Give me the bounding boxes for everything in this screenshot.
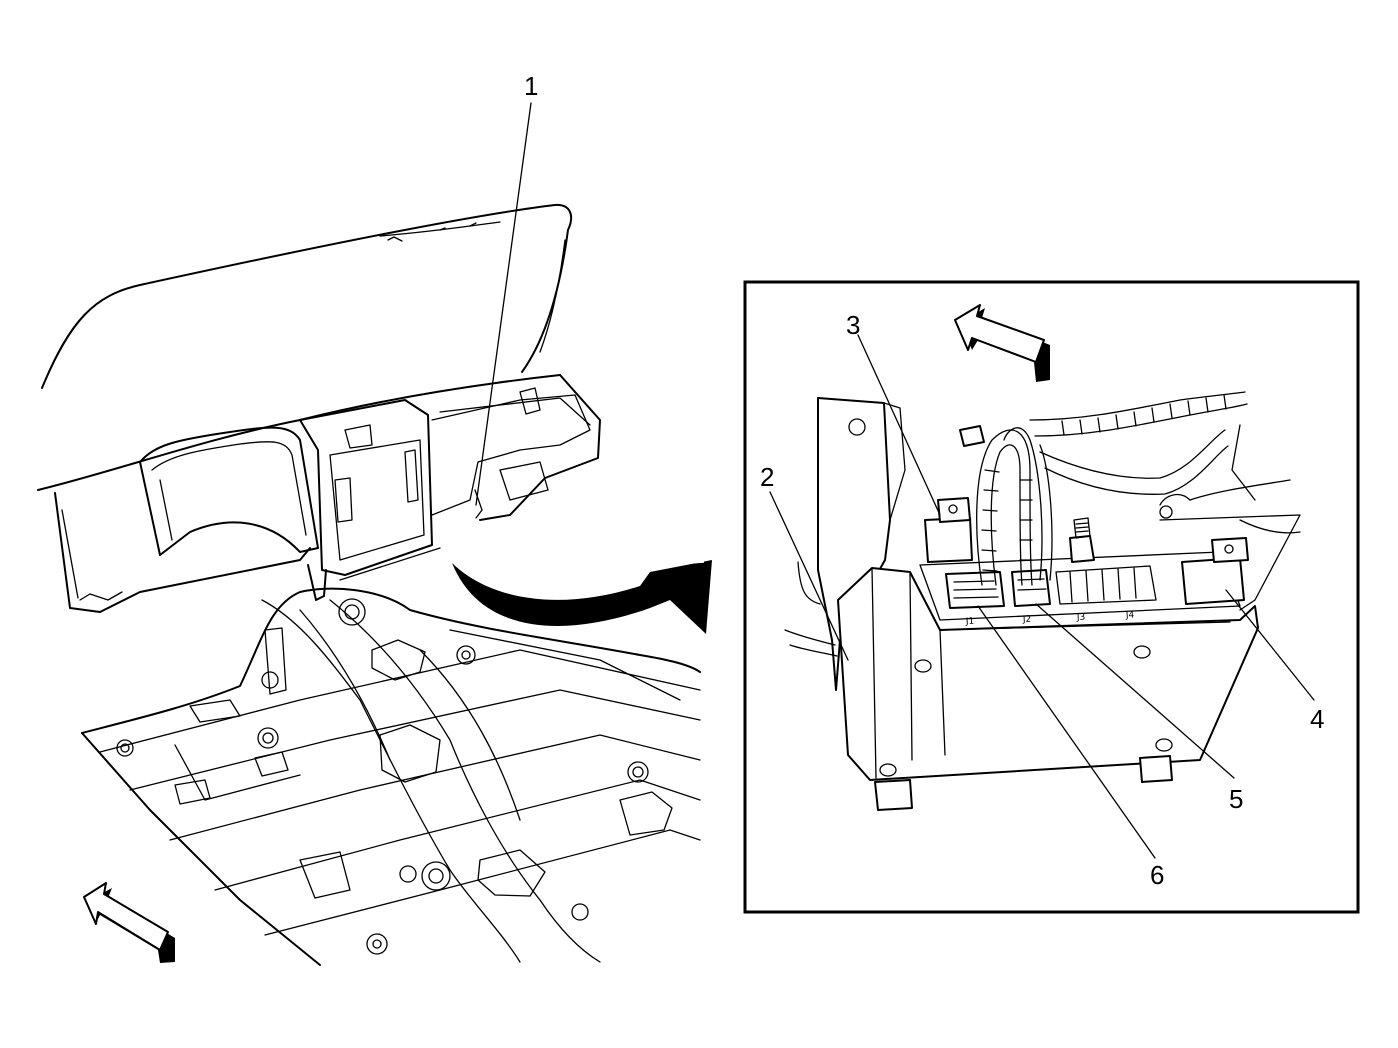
forward-direction-arrow-icon xyxy=(83,882,175,963)
leader-line-3 xyxy=(857,334,941,516)
callout-2: 2 xyxy=(760,462,775,492)
leader-line-2 xyxy=(769,491,849,661)
connector-tag-j2: J2 xyxy=(1022,615,1032,625)
connector-tag-j4: J4 xyxy=(1125,611,1135,621)
callout-5: 5 xyxy=(1229,784,1244,814)
inset-forward-direction-arrow-icon xyxy=(954,304,1050,382)
connector-tags: J1 J2 J3 J4 xyxy=(965,611,1135,627)
callout-6: 6 xyxy=(1150,860,1165,890)
connector-tag-j3: J3 xyxy=(1076,613,1086,623)
connector-tag-j1: J1 xyxy=(965,617,975,627)
detail-inset-frame xyxy=(743,280,1360,914)
callout-1: 1 xyxy=(524,71,539,101)
instrument-panel-illustration xyxy=(37,203,601,613)
leader-line-6 xyxy=(977,605,1156,859)
floor-pan-illustration xyxy=(81,587,701,966)
callout-3: 3 xyxy=(846,310,861,340)
detail-view-arrow-icon xyxy=(452,560,712,634)
leader-line-1 xyxy=(475,102,532,506)
module-detail-illustration xyxy=(784,391,1301,811)
leader-line-4 xyxy=(1225,589,1315,701)
leader-line-5 xyxy=(1035,603,1235,779)
callout-4: 4 xyxy=(1310,704,1325,734)
